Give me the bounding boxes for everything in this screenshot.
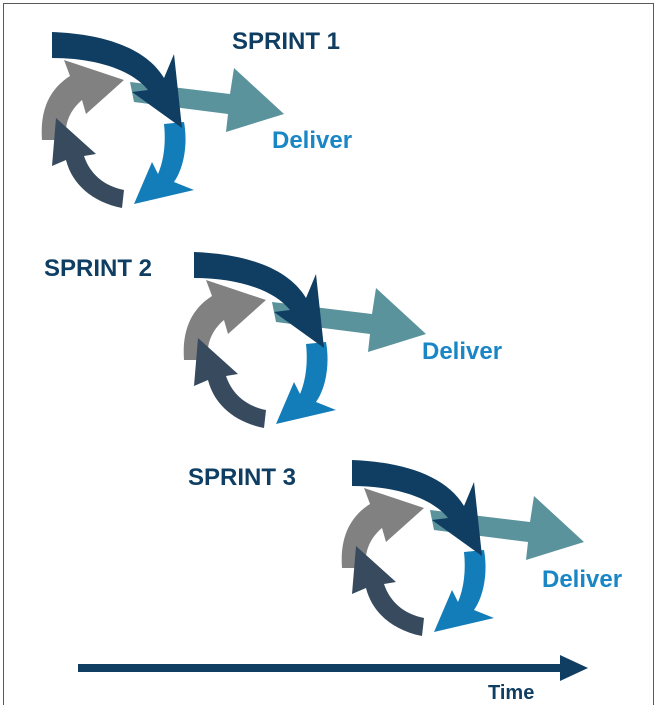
time-axis-arrowhead xyxy=(560,655,588,681)
sprint-3-deliver-label: Deliver xyxy=(542,566,622,593)
time-axis: Time xyxy=(78,655,588,704)
sprint-2-cycle xyxy=(183,252,426,428)
sprint-1-cycle xyxy=(41,32,284,208)
sprint-1-deliver-label: Deliver xyxy=(272,127,352,154)
time-axis-label: Time xyxy=(488,682,534,704)
diagram-frame xyxy=(3,3,654,705)
sprint-3-label: SPRINT 3 xyxy=(188,464,296,491)
sprint-2-deliver-label: Deliver xyxy=(422,338,502,365)
sprint-2-label: SPRINT 2 xyxy=(44,255,152,282)
sprint-1-label: SPRINT 1 xyxy=(232,28,340,55)
sprint-3-cycle xyxy=(341,460,584,636)
time-axis-line xyxy=(78,664,562,672)
